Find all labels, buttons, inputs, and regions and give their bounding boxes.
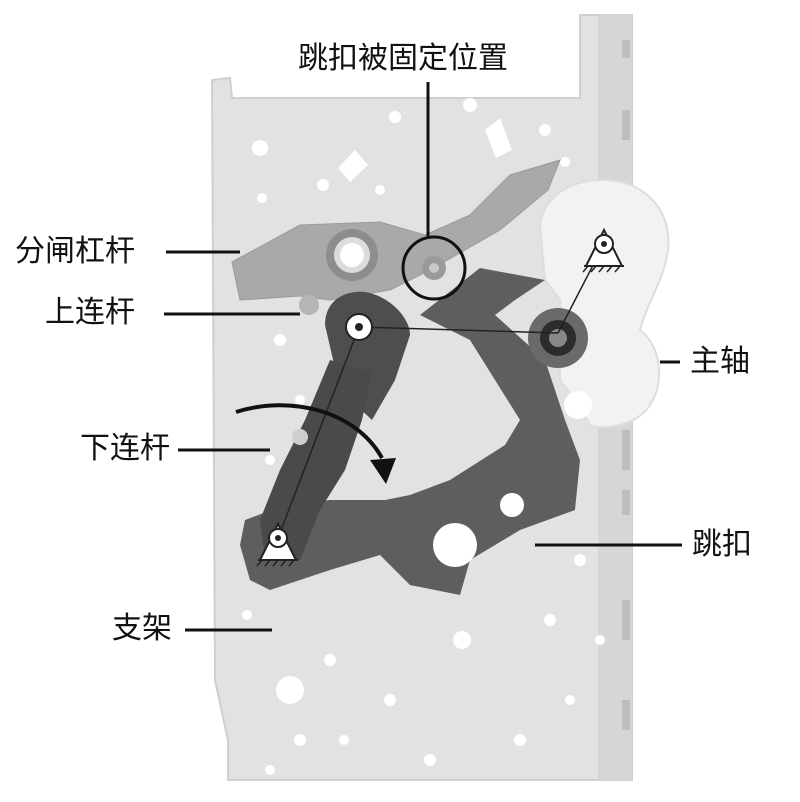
label-bracket: 支架 bbox=[112, 611, 172, 646]
rotation-arrowhead bbox=[370, 458, 396, 484]
lower-link-hole bbox=[292, 429, 308, 445]
plate-slot bbox=[338, 150, 368, 182]
label-main-shaft: 主轴 bbox=[690, 344, 750, 379]
shaft-plate-hole bbox=[564, 391, 592, 419]
trip-catch-hole-large bbox=[433, 523, 477, 567]
rotation-arrow bbox=[235, 403, 384, 459]
rail-slots bbox=[622, 40, 630, 730]
label-upper-link: 上连杆 bbox=[45, 295, 135, 330]
trip-catch-part bbox=[240, 268, 580, 595]
trip-fixed-marker bbox=[401, 235, 467, 301]
label-trip-fixed-position: 跳扣被固定位置 bbox=[298, 41, 508, 76]
leader-lines bbox=[164, 82, 682, 632]
label-opening-lever: 分闸杠杆 bbox=[15, 234, 135, 269]
ground-pivot-bottom bbox=[256, 521, 298, 567]
plate-slot bbox=[485, 118, 512, 158]
label-trip-catch: 跳扣 bbox=[692, 527, 752, 562]
plate-holes bbox=[242, 98, 627, 775]
trip-fixed-pin-core bbox=[429, 263, 439, 273]
lever-pivot-hole bbox=[340, 243, 364, 267]
small-boss bbox=[299, 295, 319, 315]
trip-catch-hole-small bbox=[500, 493, 524, 517]
main-shaft-plate bbox=[538, 178, 670, 429]
ground-pivot-top bbox=[582, 227, 624, 273]
upper-link-joint-center bbox=[355, 323, 363, 331]
label-lower-link: 下连杆 bbox=[80, 431, 170, 466]
